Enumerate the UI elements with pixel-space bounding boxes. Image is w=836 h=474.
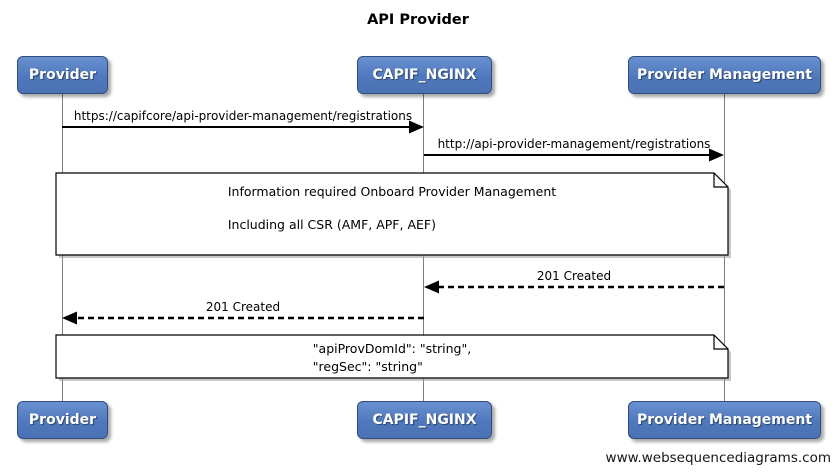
note-fold-icon <box>713 173 728 188</box>
actor-box-provider-bottom: Provider <box>17 401 108 439</box>
actor-label: CAPIF_NGINX <box>372 67 477 83</box>
actor-label: Provider <box>28 67 97 83</box>
message-label-2: http://api-provider-management/registrat… <box>437 137 711 151</box>
actor-label: Provider Management <box>636 412 813 428</box>
actor-label: CAPIF_NGINX <box>372 412 477 428</box>
actor-box-provider-top: Provider <box>17 56 108 94</box>
note-2-shape <box>55 334 731 381</box>
message-arrow-3 <box>424 280 724 294</box>
actor-box-provider-management-top: Provider Management <box>628 56 821 94</box>
note-line: Information required Onboard Provider Ma… <box>227 184 557 199</box>
actor-box-capif-nginx-bottom: CAPIF_NGINX <box>357 401 492 439</box>
arrowhead-right-icon <box>709 148 724 162</box>
note-1-shape <box>55 172 731 258</box>
actor-box-capif-nginx-top: CAPIF_NGINX <box>357 56 492 94</box>
message-arrow-2 <box>424 148 724 162</box>
note-line: Including all CSR (AMF, APF, AEF) <box>227 217 436 232</box>
note-2: "apiProvDomId": "string", "regSec": "str… <box>313 340 471 376</box>
arrowhead-right-icon <box>409 120 424 134</box>
arrowhead-left-icon <box>424 280 439 294</box>
message-label-4: 201 Created <box>205 300 281 314</box>
actor-box-provider-management-bottom: Provider Management <box>628 401 821 439</box>
arrowhead-left-icon <box>62 311 77 325</box>
watermark-text: www.websequencediagrams.com <box>605 450 831 466</box>
note-fold-icon <box>713 335 728 350</box>
actor-label: Provider <box>28 412 97 428</box>
note-shapes <box>55 172 731 381</box>
diagram-title: API Provider <box>367 12 469 28</box>
message-arrows <box>62 120 724 325</box>
note-line: "regSec": "string" <box>312 359 423 374</box>
message-label-1: https://capifcore/api-provider-managemen… <box>73 109 413 123</box>
message-arrow-1 <box>62 120 424 134</box>
message-arrow-4 <box>62 311 424 325</box>
message-label-3: 201 Created <box>536 269 612 283</box>
note-1: Information required Onboard Provider Ma… <box>228 183 556 233</box>
note-line: "apiProvDomId": "string", <box>312 341 472 356</box>
actor-label: Provider Management <box>636 67 813 83</box>
